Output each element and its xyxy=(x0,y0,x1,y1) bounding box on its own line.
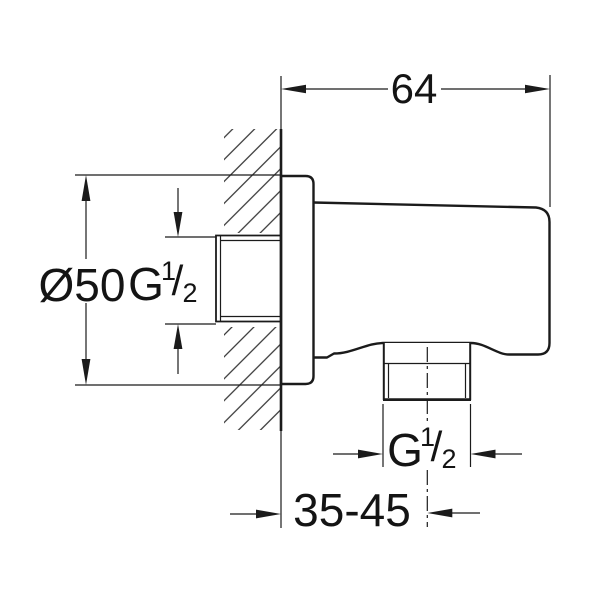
rear-thread-detail-lines xyxy=(219,235,282,322)
rear-thread-numerator: 1 xyxy=(161,256,176,286)
elbow-body xyxy=(313,201,551,359)
dimension-outlet-thread: G 1 / 2 xyxy=(333,404,522,476)
arrowhead-left xyxy=(427,508,453,518)
rear-thread-slash: / xyxy=(172,257,184,304)
rear-thread-outline xyxy=(215,234,282,323)
arrowhead-right xyxy=(256,509,281,519)
outlet-thread-prefix: G xyxy=(387,424,423,476)
rear-inlet-thread xyxy=(215,234,282,323)
rear-thread-prefix: G xyxy=(128,258,164,310)
arrowhead-up xyxy=(173,324,183,349)
flange-diameter-label: Ø50 xyxy=(39,259,126,311)
wall-hatch-lower xyxy=(224,327,281,430)
wall-hatching xyxy=(224,129,281,430)
outlet-thread-denominator: 2 xyxy=(441,444,456,474)
outlet-thread-numerator: 1 xyxy=(420,422,435,452)
install-depth-range-label: 35-45 xyxy=(293,484,411,536)
arrowhead-left xyxy=(470,449,496,459)
outlet-thread-slash: / xyxy=(431,423,443,470)
dimension-depth-64: 64 xyxy=(281,65,551,207)
outlet-thread-sides xyxy=(382,343,472,400)
arrowhead-right xyxy=(525,84,550,94)
rear-thread-denominator: 2 xyxy=(182,278,197,308)
arrowhead-down xyxy=(173,212,183,237)
dimension-rear-thread: G 1 / 2 xyxy=(128,188,216,374)
outlet-thread-relief-lines xyxy=(387,363,467,398)
arrowhead-up xyxy=(81,175,91,201)
dimension-flange-diameter: Ø50 xyxy=(39,174,281,386)
mounting-flange xyxy=(279,174,315,386)
depth-value-label: 64 xyxy=(391,65,438,112)
wall-hatch-upper xyxy=(224,129,281,233)
rear-thread-fill xyxy=(216,235,282,322)
arrowhead-left xyxy=(281,84,306,94)
dimension-install-depth-range: 35-45 xyxy=(230,484,480,536)
arrowhead-right xyxy=(358,449,383,459)
arrowhead-down xyxy=(81,359,91,385)
